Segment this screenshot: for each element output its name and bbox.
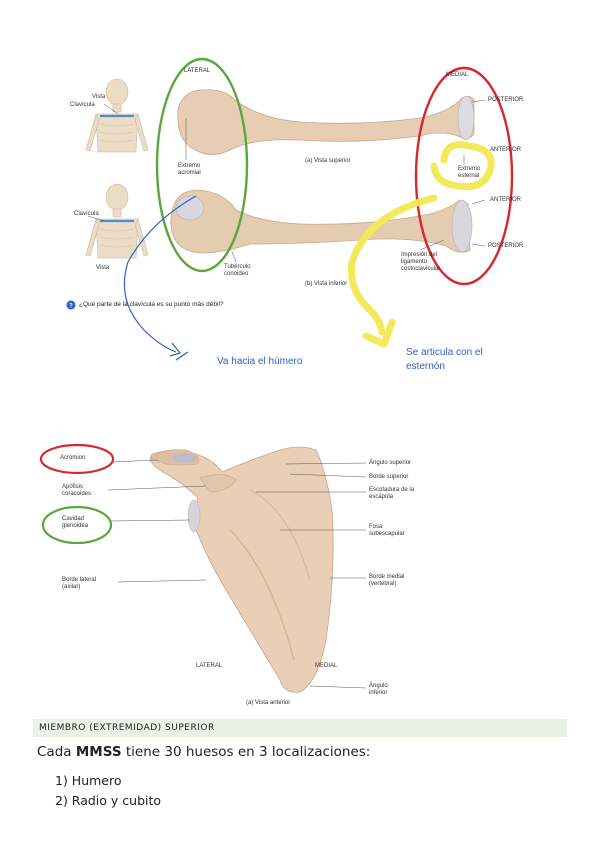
intro-paragraph: Cada MMSS tiene 30 huesos en 3 localizac… bbox=[37, 744, 370, 760]
section-header-text: MIEMBRO (EXTREMIDAD) SUPERIOR bbox=[39, 723, 215, 733]
tuberculo-conoideo-label: Tubérculo conoideo bbox=[224, 264, 251, 278]
anterior-label-top: ANTERIOR bbox=[490, 147, 522, 153]
apofisis-coracoides-label: Apófisis coracoides bbox=[62, 484, 92, 498]
acromion-label: Acromion bbox=[60, 455, 86, 461]
clavicle-illustration: ? bbox=[66, 57, 514, 361]
vista-anterior-caption: (a) Vista anterior bbox=[246, 700, 291, 706]
medial-label: MEDIAL bbox=[446, 72, 469, 78]
posterior-label-bottom: POSTERIOR bbox=[488, 243, 524, 249]
vista-inferior-caption: (b) Vista inferior bbox=[305, 281, 348, 287]
scapula-medial-label: MEDIAL bbox=[315, 663, 338, 669]
clavicula-label-bottom: Clavícula bbox=[74, 211, 99, 217]
question-text: ¿Qué parte de la clavícula es su punto m… bbox=[79, 301, 224, 308]
vista-label-bottom: Vista bbox=[96, 265, 110, 271]
fosa-subescapular-label: Fosa subescapular bbox=[369, 524, 405, 538]
blue-handwritten-note: Va hacia el húmero bbox=[217, 356, 303, 367]
yellow-arrow bbox=[347, 194, 438, 336]
red-circle-acromion bbox=[39, 443, 115, 475]
blue-arrow bbox=[123, 195, 197, 353]
angulo-superior-label: Ángulo superior bbox=[369, 460, 412, 466]
angulo-inferior-label: Ángulo inferior bbox=[369, 683, 388, 697]
vista-superior-caption: (a) Vista superior bbox=[305, 158, 351, 164]
borde-lateral-label: Borde lateral (axilar) bbox=[62, 577, 97, 591]
borde-superior-label: Borde superior bbox=[369, 474, 409, 480]
yellow-loop bbox=[430, 141, 495, 191]
section-header-bar: MIEMBRO (EXTREMIDAD) SUPERIOR bbox=[33, 719, 567, 737]
skeleton-thumbnail-top bbox=[85, 78, 149, 153]
yellow-arrow-note: Se articula con el esternón bbox=[406, 347, 483, 372]
skeleton-thumbnail-bottom bbox=[85, 183, 149, 259]
posterior-label-top: POSTERIOR bbox=[488, 97, 524, 103]
intro-bold-term: MMSS bbox=[75, 744, 122, 760]
acromial-end-inferior bbox=[175, 195, 205, 221]
escotadura-label: Escotadura de la escápula bbox=[369, 487, 415, 501]
svg-text:?: ? bbox=[69, 304, 73, 310]
intro-text-start: Cada bbox=[37, 744, 76, 760]
green-circle-glenoid bbox=[41, 505, 113, 545]
list-item-1: 1) Humero bbox=[55, 773, 122, 788]
anterior-label-bottom: ANTERIOR bbox=[490, 197, 522, 203]
intro-text-end: tiene 30 huesos en 3 localizaciones: bbox=[121, 744, 371, 760]
question-icon bbox=[66, 300, 76, 310]
cavidad-glenoidea-label: Cavidad glenoidea bbox=[62, 516, 89, 530]
sternal-end-superior bbox=[457, 95, 475, 141]
sternal-end-inferior bbox=[451, 199, 473, 253]
extremo-esternal-label: Extremo esternal bbox=[458, 166, 481, 180]
list-item-2: 2) Radio y cubito bbox=[55, 793, 162, 808]
scapula-illustration bbox=[39, 443, 367, 693]
impresion-ligamento-label: Impresión del ligamento costoclavicular bbox=[401, 252, 441, 273]
scapula-bone bbox=[149, 446, 334, 693]
red-circle-medial bbox=[414, 66, 514, 286]
extremo-acromial-label: Extremo acromial bbox=[178, 163, 201, 177]
scapula-lateral-label: LATERAL bbox=[196, 663, 223, 669]
borde-medial-label: Borde medial (vertebral) bbox=[369, 574, 405, 588]
vista-label-top: Vista bbox=[92, 94, 106, 100]
lateral-label: LATERAL bbox=[184, 68, 211, 74]
green-circle-lateral bbox=[155, 57, 249, 273]
clavicula-label-top: Clavícula bbox=[70, 102, 95, 108]
